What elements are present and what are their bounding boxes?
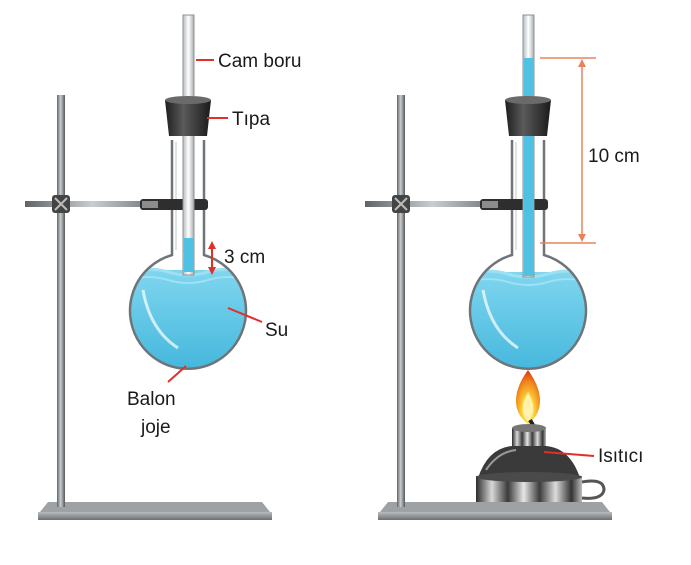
left-boss-head-icon — [52, 195, 70, 213]
left-height-marker — [208, 241, 216, 275]
right-glass-tube — [522, 14, 535, 278]
left-water-callout — [227, 307, 263, 323]
right-boss-head-icon — [392, 195, 410, 213]
label-heater: Isıtıcı — [598, 446, 643, 467]
heater-icon — [476, 418, 606, 502]
right-stand-base — [378, 502, 612, 520]
left-flask-callout — [167, 365, 187, 383]
burner-flame-icon — [516, 370, 540, 424]
right-stand-rod — [397, 95, 405, 507]
label-water: Su — [265, 320, 288, 341]
left-neck-clamp-icon — [140, 199, 208, 210]
left-round-flask-icon — [128, 140, 248, 370]
label-flask-line2: joje — [140, 417, 171, 438]
right-clamp-arm — [365, 201, 515, 207]
heater-callout — [543, 451, 595, 457]
right-apparatus: 10 cm Isıtıcı — [365, 14, 643, 520]
right-flask-water — [470, 269, 586, 368]
left-stand-base — [38, 502, 272, 520]
label-stopper: Tıpa — [232, 109, 270, 130]
label-height-right: 10 cm — [588, 146, 640, 167]
left-flask-water — [130, 267, 246, 368]
left-clamp-arm — [25, 201, 175, 207]
right-neck-clamp-icon — [480, 199, 548, 210]
left-apparatus: Cam boru Tıpa 3 cm Su Balon joje — [25, 14, 301, 520]
right-height-marker — [540, 57, 596, 244]
label-height-left: 3 cm — [224, 247, 265, 268]
left-glass-tube — [182, 14, 195, 276]
right-round-flask-icon — [468, 140, 588, 370]
label-glass-tube: Cam boru — [218, 51, 301, 72]
label-flask-line1: Balon — [127, 389, 176, 410]
left-stand-rod — [57, 95, 65, 507]
left-stopper-icon — [165, 96, 211, 136]
right-stopper-icon — [505, 96, 551, 136]
